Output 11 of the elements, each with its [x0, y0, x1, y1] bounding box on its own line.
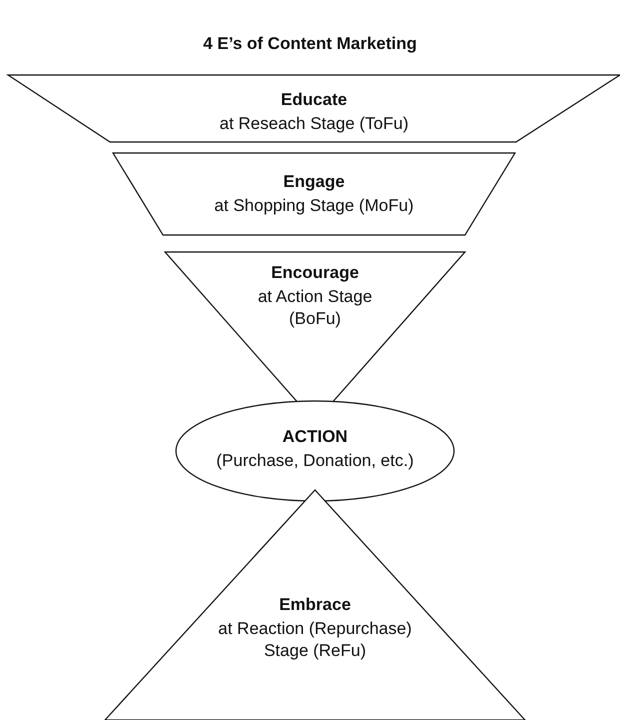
stage-description: at Reseach Stage (ToFu) — [220, 113, 408, 135]
stage-heading: Encourage — [271, 262, 359, 284]
stage-heading: Embrace — [279, 594, 351, 616]
stage-heading: ACTION — [282, 426, 348, 448]
stage-description: at Action Stage (BoFu) — [256, 286, 374, 330]
stage-description: at Shopping Stage (MoFu) — [214, 195, 414, 217]
stage-heading: Engage — [283, 171, 345, 193]
diagram-title: 4 E’s of Content Marketing — [202, 34, 418, 54]
stage-description: at Reaction (Repurchase) Stage (ReFu) — [217, 618, 413, 662]
stage-heading: Educate — [280, 89, 348, 111]
stage-description: (Purchase, Donation, etc.) — [216, 450, 414, 472]
